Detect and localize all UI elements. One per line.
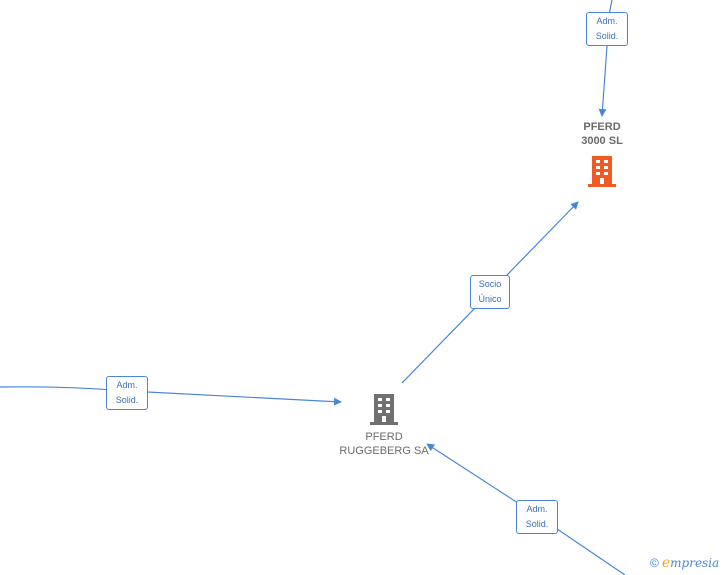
- building-icon: [370, 394, 398, 425]
- edge-label-socio[interactable]: Socio Único: [470, 275, 510, 309]
- edge-label-line2: Solid.: [525, 519, 549, 529]
- edge-label-top-in[interactable]: Adm. Solid.: [586, 12, 628, 46]
- edge-label-line2: Solid.: [595, 31, 619, 41]
- company-name-line2: 3000 SL: [581, 135, 623, 147]
- copyright-symbol: ©: [650, 556, 659, 570]
- edge-label-line2: Único: [478, 294, 502, 304]
- edge-label-line1: Adm.: [596, 16, 618, 26]
- company-name-line2: RUGGEBERG SA: [339, 445, 429, 457]
- building-icon: [588, 156, 616, 187]
- company-name-line1: PFERD: [365, 431, 403, 443]
- brand-watermark: ©empresia: [650, 555, 719, 571]
- edge-label-line1: Adm.: [116, 380, 138, 390]
- edge-label-left-in[interactable]: Adm. Solid.: [106, 376, 148, 410]
- edge-line-top-in-lower: [598, 45, 608, 117]
- company-name: PFERD 3000 SL: [562, 120, 642, 148]
- company-node-pferd-3000[interactable]: PFERD 3000 SL: [562, 120, 642, 188]
- brand-logo-letter: e: [661, 555, 671, 571]
- edge-label-line1: Socio: [478, 279, 502, 289]
- brand-logo-text: mpresia: [670, 556, 720, 570]
- edge-label-line1: Adm.: [526, 504, 548, 514]
- edge-line-left-in: [0, 386, 342, 406]
- edge-label-line2: Solid.: [115, 395, 139, 405]
- company-name: PFERD RUGGEBERG SA: [334, 430, 434, 458]
- edge-label-bottom-in[interactable]: Adm. Solid.: [516, 500, 558, 534]
- company-node-pferd-ruggeberg[interactable]: PFERD RUGGEBERG SA: [334, 392, 434, 458]
- company-name-line1: PFERD: [583, 121, 621, 133]
